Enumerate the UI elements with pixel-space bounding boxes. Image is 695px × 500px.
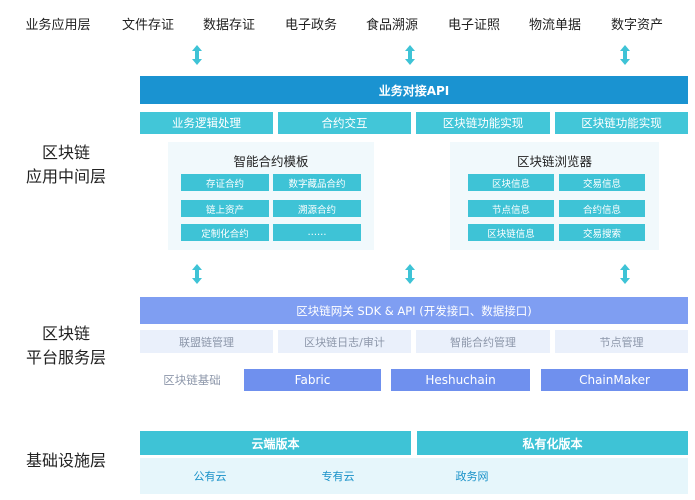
module-contract-interaction: 合约交互 <box>278 112 411 134</box>
contract-template-title: 智能合约模板 <box>233 153 309 169</box>
environment-dedicated-cloud: 专有云 <box>321 470 355 483</box>
business-item-e-license: 电子证照 <box>447 17 500 33</box>
layer-label-application: 区块链 应用中间层 <box>8 140 124 190</box>
module-chain-functions: 区块链功能实现 <box>416 112 550 134</box>
double-arrow-icon <box>618 263 632 285</box>
basis-heshuchain: Heshuchain <box>391 369 530 391</box>
layer-label-line: 区块链 <box>41 143 90 162</box>
business-item-file-proof: 文件存证 <box>121 17 174 33</box>
gateway-sdk-api-bar: 区块链网关 SDK & API (开发接口、数据接口) <box>140 297 688 324</box>
layer-label-line: 应用中间层 <box>25 167 106 186</box>
browser-item: 交易信息 <box>559 174 645 191</box>
basis-fabric: Fabric <box>244 369 381 391</box>
double-arrow-icon <box>403 263 417 285</box>
blockchain-basis-label: 区块链基础 <box>163 373 221 387</box>
double-arrow-icon <box>403 44 417 66</box>
cloud-version-bar: 云端版本 <box>140 431 411 455</box>
business-item-logistics-docs: 物流单据 <box>528 17 581 33</box>
double-arrow-icon <box>190 44 204 66</box>
layer-label-line: 平台服务层 <box>25 348 106 367</box>
business-layer-title: 业务应用层 <box>25 17 91 33</box>
contract-template-item: 溯源合约 <box>273 200 361 217</box>
layer-label-platform: 区块链 平台服务层 <box>8 321 124 371</box>
browser-item: 节点信息 <box>468 200 554 217</box>
double-arrow-icon <box>618 44 632 66</box>
double-arrow-icon <box>190 263 204 285</box>
business-api-bar: 业务对接API <box>140 76 688 104</box>
layer-label-line: 区块链 <box>41 324 90 343</box>
blockchain-browser-title: 区块链浏览器 <box>516 153 592 169</box>
contract-template-item: …… <box>273 224 361 241</box>
module-chain-functions: 区块链功能实现 <box>555 112 688 134</box>
browser-item: 区块信息 <box>468 174 554 191</box>
business-item-digital-assets: 数字资产 <box>610 17 663 33</box>
module-business-logic: 业务逻辑处理 <box>140 112 273 134</box>
layer-label-infrastructure: 基础设施层 <box>25 451 106 470</box>
contract-template-item: 链上资产 <box>181 200 269 217</box>
service-consortium-chain-management: 联盟链管理 <box>140 330 273 353</box>
environment-government-network: 政务网 <box>455 470 489 483</box>
service-contract-management: 智能合约管理 <box>416 330 550 353</box>
contract-template-item: 存证合约 <box>181 174 269 191</box>
browser-item: 合约信息 <box>559 200 645 217</box>
business-item-e-government: 电子政务 <box>284 17 337 33</box>
business-item-data-proof: 数据存证 <box>202 17 255 33</box>
environment-public-cloud: 公有云 <box>193 470 227 483</box>
basis-chainmaker: ChainMaker <box>541 369 688 391</box>
contract-template-item: 定制化合约 <box>181 224 269 241</box>
service-node-management: 节点管理 <box>555 330 688 353</box>
business-item-food-tracing: 食品溯源 <box>365 17 418 33</box>
service-chain-log-audit: 区块链日志/审计 <box>278 330 411 353</box>
browser-item: 交易搜索 <box>559 224 645 241</box>
private-version-bar: 私有化版本 <box>417 431 688 455</box>
contract-template-item: 数字藏品合约 <box>273 174 361 191</box>
browser-item: 区块链信息 <box>468 224 554 241</box>
deployment-environment-panel <box>140 458 688 494</box>
